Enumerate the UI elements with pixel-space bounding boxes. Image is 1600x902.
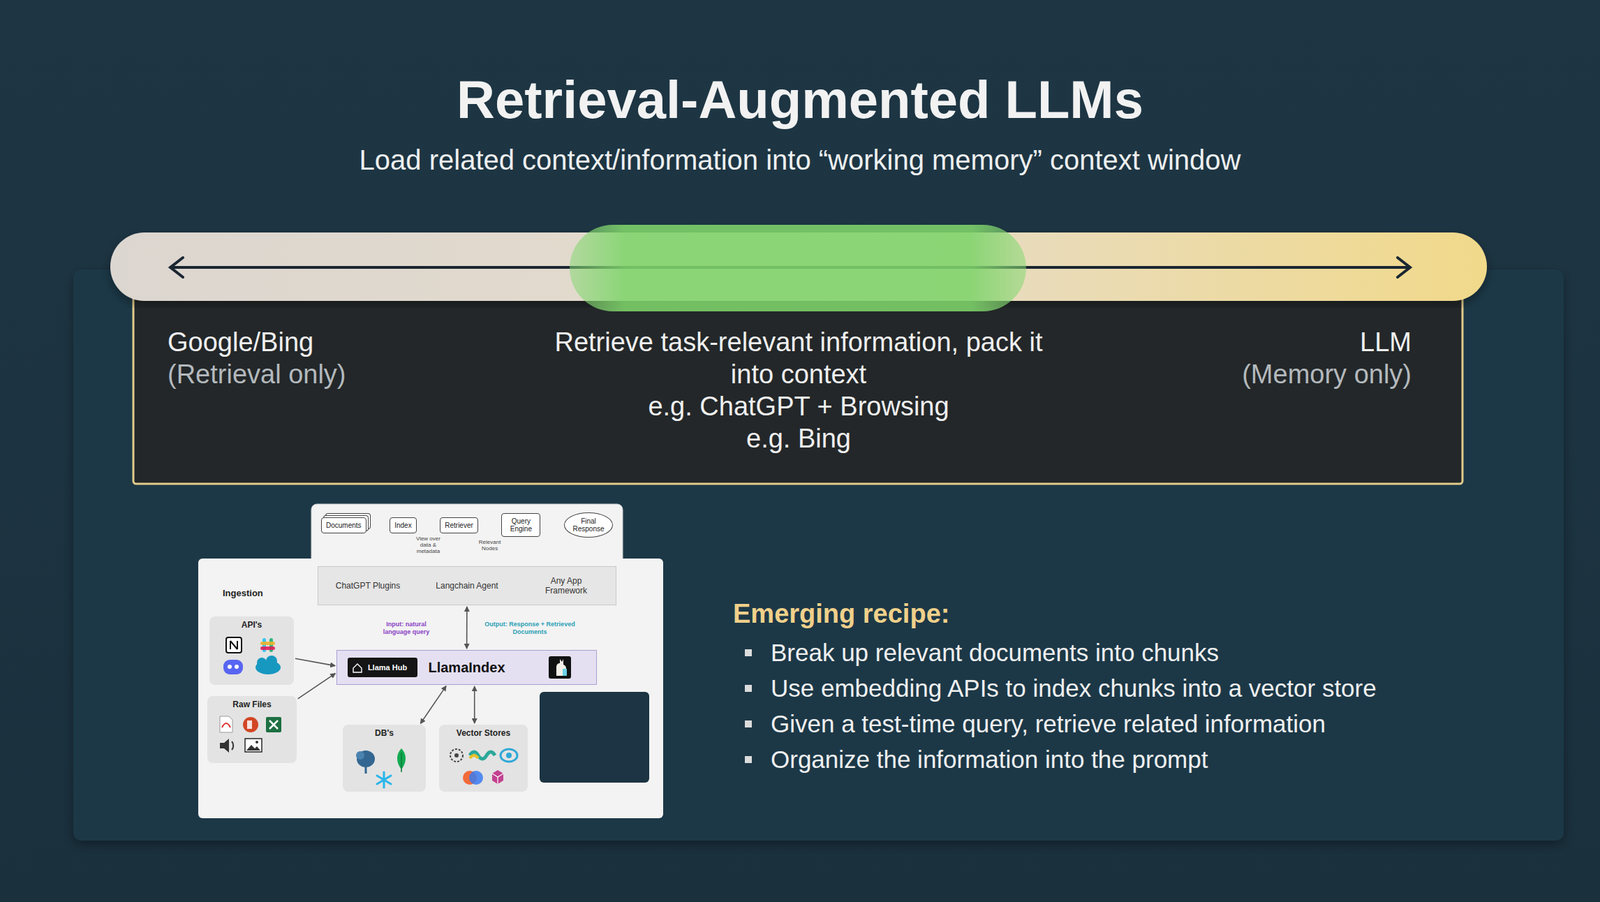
bullet-square xyxy=(744,684,752,692)
node-label: Langchain Agent xyxy=(433,580,501,591)
node-label: Raw Files xyxy=(207,699,297,710)
spectrum-panel: Google/Bing(Retrieval only) Retrieve task… xyxy=(133,295,1463,484)
panel-text: e.g. Bing xyxy=(477,422,1120,455)
response-bubble: Final Response xyxy=(564,512,613,538)
bullet-square xyxy=(744,720,752,728)
recipe-step: Use embedding APIs to index chunks into … xyxy=(770,672,1377,704)
connector xyxy=(298,673,336,699)
connector xyxy=(420,686,447,724)
node-label: LlamaIndex xyxy=(427,659,505,676)
content-panel xyxy=(73,269,1564,841)
node-label: Query Engine xyxy=(506,517,536,533)
node-label: ChatGPT Plugins xyxy=(334,580,402,591)
recipe-heading: Emerging recipe: xyxy=(732,597,950,630)
node-label: Any App Framework xyxy=(532,575,600,596)
llama-hub-badge: Llama Hub xyxy=(347,657,418,678)
spectrum-box-fill xyxy=(133,293,1463,484)
recipe-step: Break up relevant documents into chunks xyxy=(770,637,1219,669)
vector-store-box: Vector Stores xyxy=(439,724,528,792)
pipeline-step: Query Engine xyxy=(501,513,541,537)
node-label: Documents xyxy=(326,521,362,530)
panel-text: (Retrieval only) xyxy=(167,358,347,391)
recipe-step: Given a test-time query, retrieve relate… xyxy=(770,708,1326,740)
panel-text: Google/Bing xyxy=(167,326,314,359)
pipeline-step: Index xyxy=(389,517,417,534)
connector xyxy=(466,606,468,649)
node-label: Llama Hub xyxy=(367,663,407,672)
panel-text: (Memory only) xyxy=(1241,358,1412,391)
panel-text: LLM xyxy=(1359,326,1412,359)
node-label: Final Response xyxy=(571,517,606,533)
spectrum-highlight xyxy=(569,224,1027,312)
node-label: DB's xyxy=(342,728,426,738)
dark-placeholder xyxy=(539,691,650,783)
input-note: Input: natural language query xyxy=(376,620,436,636)
pipeline-step: Retriever xyxy=(439,517,479,534)
database-box: DB's xyxy=(342,724,426,792)
document-stack: Documents xyxy=(321,517,367,534)
node-label: Vector Stores xyxy=(439,728,528,738)
llamaindex-box: LlamaIndex Llama Hub xyxy=(336,649,597,685)
panel-text: Ingestion xyxy=(222,587,264,599)
connector xyxy=(473,686,476,724)
node-label: Index xyxy=(394,521,412,530)
panel-text: Retrieve task-relevant information, pack… xyxy=(547,326,1050,391)
edge-label: Relevant Nodes xyxy=(473,538,507,552)
app-layer-bar: ChatGPT Plugins Langchain Agent Any App Fr… xyxy=(317,566,617,606)
edge-label: View over data & metadata xyxy=(411,535,444,555)
output-note: Output: Response + Retrieved Documents xyxy=(477,620,583,636)
node-label: API's xyxy=(209,619,294,630)
node-label: Retriever xyxy=(444,521,474,530)
axis-head-left xyxy=(170,257,183,278)
slide-subtitle: Load related context/information into “w… xyxy=(0,143,1600,177)
slide-title: Retrieval-Augmented LLMs xyxy=(0,68,1600,132)
axis-head-right xyxy=(1397,257,1411,278)
api-source-box: API's xyxy=(209,616,294,685)
bullet-square xyxy=(744,756,752,764)
bullet-square xyxy=(744,649,752,657)
llamaindex-illustration-card: IngestionChatGPT PluginsLangchain AgentA… xyxy=(198,558,664,819)
connector xyxy=(295,658,336,666)
recipe-step: Organize the information into the prompt xyxy=(770,744,1208,775)
panel-text: e.g. ChatGPT + Browsing xyxy=(477,390,1120,423)
raw-files-box: Raw Files xyxy=(207,695,297,764)
